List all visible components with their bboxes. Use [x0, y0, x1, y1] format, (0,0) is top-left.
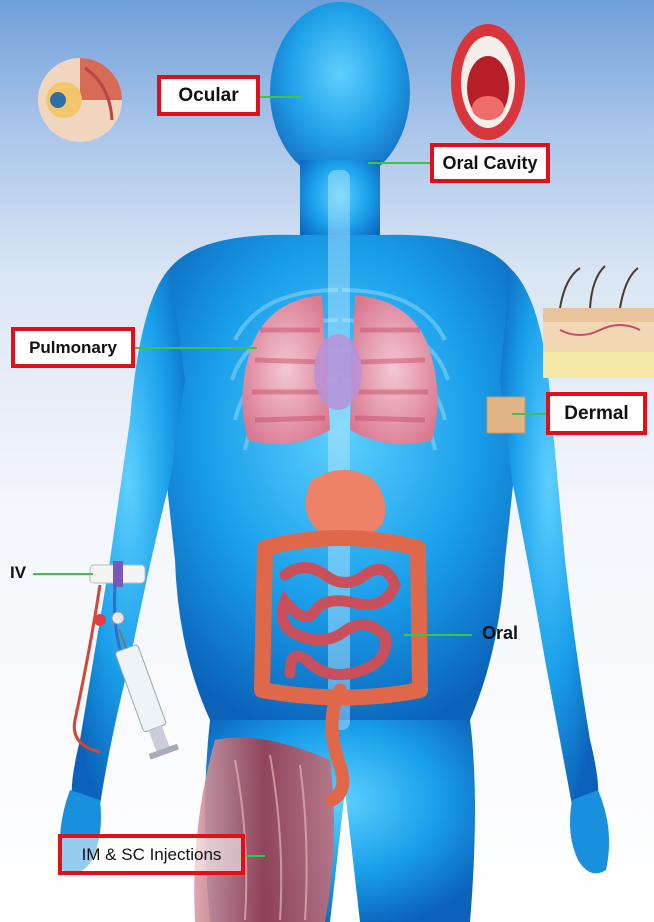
label-oral-cavity-text: Oral Cavity [442, 153, 537, 174]
im-sc-leader-line [245, 855, 265, 857]
spine [328, 170, 350, 730]
eye-icon [38, 58, 122, 142]
dermal-leader-line [512, 413, 547, 415]
label-oral: Oral [482, 623, 518, 644]
label-ocular-text: Ocular [178, 85, 238, 107]
open-mouth-icon [451, 24, 525, 140]
oral-leader-line [404, 634, 472, 636]
label-im-sc-injections: IM & SC Injections [58, 834, 245, 875]
label-im-sc-text: IM & SC Injections [82, 845, 222, 865]
ocular-leader-line [260, 96, 302, 98]
oral-cavity-leader-line [368, 162, 430, 164]
stomach [306, 470, 386, 537]
label-pulmonary-text: Pulmonary [29, 338, 117, 358]
label-oral-cavity: Oral Cavity [430, 143, 550, 183]
label-pulmonary: Pulmonary [11, 327, 135, 368]
label-dermal: Dermal [546, 392, 647, 435]
skin-patch-icon [487, 397, 525, 433]
label-dermal-text: Dermal [564, 403, 628, 425]
pulmonary-leader-line [135, 347, 257, 349]
skin-layers-icon [543, 266, 654, 378]
label-ocular: Ocular [157, 75, 260, 116]
heart [314, 334, 362, 410]
label-iv: IV [10, 563, 26, 583]
iv-leader-line [33, 573, 93, 575]
